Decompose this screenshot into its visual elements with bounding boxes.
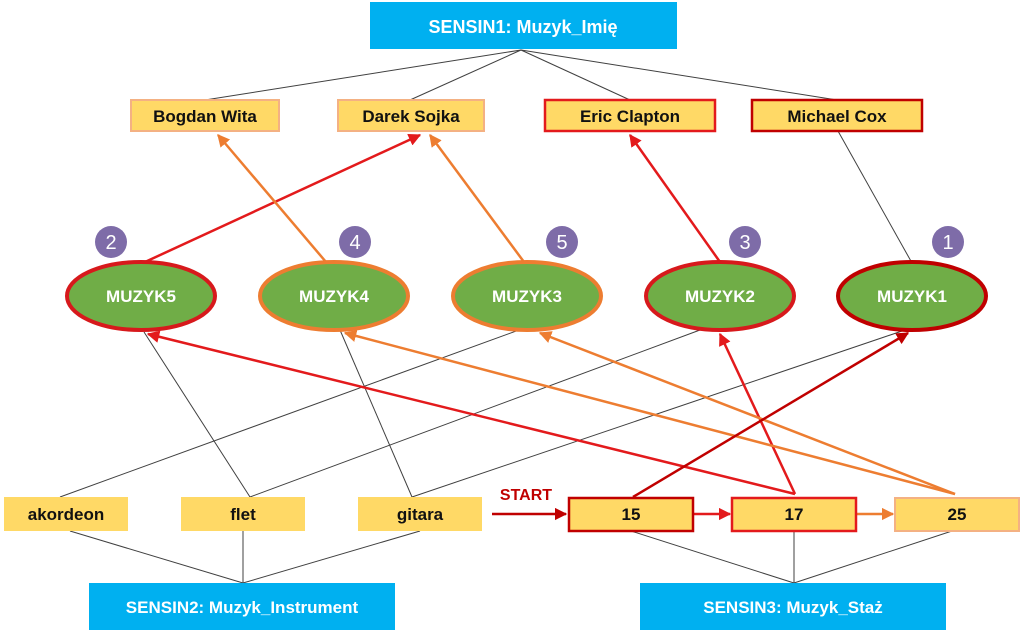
badge-muzyk2: 3 — [729, 226, 761, 258]
arrow-muzyk4-bogdan — [217, 134, 327, 263]
arrow-15-muzyk1 — [632, 331, 910, 499]
arrow-muzyk2-eric — [628, 133, 722, 263]
neuron-muzyk3-label: MUZYK3 — [492, 287, 562, 306]
badge-muzyk4-number: 4 — [349, 232, 360, 254]
sensin1-box[interactable]: SENSIN1: Muzyk_Imię — [370, 2, 677, 49]
arrow-muzyk3-darek — [428, 133, 526, 263]
badge-muzyk3-number: 5 — [556, 232, 567, 254]
sensin3-label: SENSIN3: Muzyk_Staż — [703, 598, 883, 617]
name-eric-box[interactable]: Eric Clapton — [543, 98, 717, 133]
neuron-muzyk1-label: MUZYK1 — [877, 287, 947, 306]
instrument-akordeon-label: akordeon — [28, 505, 105, 524]
name-michael-label: Michael Cox — [787, 107, 887, 126]
link-sensin1-michael — [520, 49, 838, 101]
instrument-flet-label: flet — [230, 505, 256, 524]
neuron-muzyk5-label: MUZYK5 — [106, 287, 176, 306]
name-darek-label: Darek Sojka — [362, 107, 460, 126]
instrument-akordeon-box[interactable]: akordeon — [4, 497, 128, 531]
link-25-sensin3 — [793, 530, 953, 584]
instrument-gitara-label: gitara — [397, 505, 444, 524]
name-michael-box[interactable]: Michael Cox — [750, 98, 924, 133]
staz-15-label: 15 — [622, 505, 641, 524]
instrument-flet-box[interactable]: flet — [181, 497, 305, 531]
activation-arrows — [144, 133, 956, 521]
sensin2-box[interactable]: SENSIN2: Muzyk_Instrument — [89, 583, 395, 630]
staz-25-label: 25 — [948, 505, 967, 524]
link-15-sensin3 — [630, 530, 795, 584]
sensin3-box[interactable]: SENSIN3: Muzyk_Staż — [640, 583, 946, 630]
badge-muzyk4: 4 — [339, 226, 371, 258]
badge-muzyk3: 5 — [546, 226, 578, 258]
link-muzyk1-gitara — [411, 329, 906, 498]
link-muzyk4-gitara — [339, 329, 413, 498]
arrow-17-muzyk5 — [146, 330, 796, 496]
arrow-25-muzyk4 — [343, 329, 956, 496]
name-eric-label: Eric Clapton — [580, 107, 680, 126]
sensin1-label: SENSIN1: Muzyk_Imię — [428, 17, 617, 37]
badge-muzyk1-number: 1 — [942, 232, 953, 254]
link-sensin1-bogdan — [204, 49, 522, 101]
instrument-gitara-box[interactable]: gitara — [358, 497, 482, 531]
link-muzyk5-gitara — [143, 331, 251, 498]
badge-muzyk5-number: 2 — [105, 232, 116, 254]
badge-muzyk2-number: 3 — [739, 232, 750, 254]
staz-17-box[interactable]: 17 — [730, 496, 858, 533]
link-muzyk2-flet — [249, 329, 701, 498]
neuron-muzyk5[interactable]: MUZYK5 — [65, 260, 217, 332]
badge-muzyk5: 2 — [95, 226, 127, 258]
name-bogdan-label: Bogdan Wita — [153, 107, 257, 126]
arrow-muzyk5-darek — [144, 133, 422, 264]
start-label: START — [500, 487, 552, 504]
link-michael-muzyk1 — [837, 130, 913, 264]
neuron-muzyk1[interactable]: MUZYK1 — [836, 260, 988, 332]
link-gitara-sensin2 — [242, 530, 421, 584]
staz-15-box[interactable]: 15 — [567, 496, 695, 533]
badge-muzyk1: 1 — [932, 226, 964, 258]
staz-17-label: 17 — [785, 505, 804, 524]
neuron-muzyk3[interactable]: MUZYK3 — [451, 260, 603, 332]
neuron-muzyk4-label: MUZYK4 — [299, 287, 369, 306]
arrow-25-muzyk3 — [538, 331, 956, 496]
neuron-muzyk2-label: MUZYK2 — [685, 287, 755, 306]
name-bogdan-box[interactable]: Bogdan Wita — [130, 99, 280, 132]
link-sensin1-darek — [409, 49, 522, 101]
sensin2-label: SENSIN2: Muzyk_Instrument — [126, 598, 359, 617]
link-sensin1-eric — [520, 49, 631, 101]
neuron-muzyk4[interactable]: MUZYK4 — [258, 260, 410, 332]
neuron-muzyk2[interactable]: MUZYK2 — [644, 260, 796, 332]
link-akordeon-sensin2 — [69, 530, 244, 584]
link-muzyk3-akordeon — [59, 325, 531, 498]
gray-connections — [59, 49, 953, 584]
name-darek-box[interactable]: Darek Sojka — [337, 99, 485, 132]
arrow-17-muzyk2 — [718, 332, 797, 495]
staz-25-box[interactable]: 25 — [894, 497, 1020, 532]
